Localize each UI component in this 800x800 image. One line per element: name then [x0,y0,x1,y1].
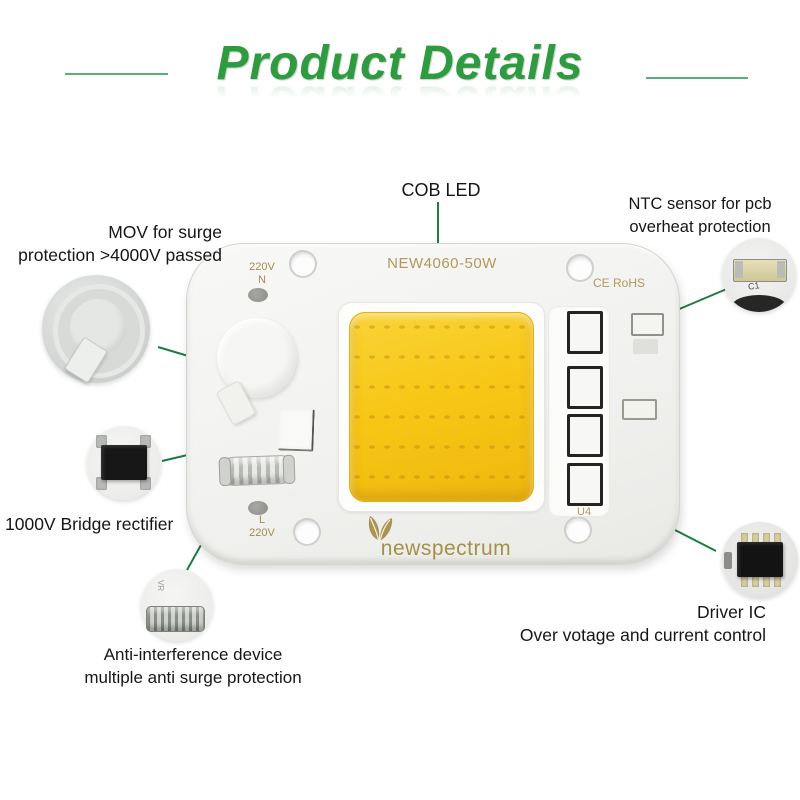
driver-pin-icon [752,576,759,587]
solder-pad-bottom [248,501,268,515]
cob-led-emitter [349,312,534,502]
mounting-hole-bottom-right [564,516,592,544]
driver-pin-icon [741,533,748,544]
driver-pin-icon [774,533,781,544]
anti-interference-cylinder [219,454,295,487]
anti-label-line2: multiple anti surge protection [84,667,302,687]
marking-l: L [258,514,266,526]
ntc-sensor-photo: C1 [722,238,796,312]
driver-pin-icon [741,576,748,587]
mov-label-line2: protection >4000V passed [18,244,222,265]
title-divider-left [65,73,168,75]
marking-220v-bottom: 220V [249,526,275,539]
ntc-label-line1: NTC sensor for pcb [628,195,772,213]
marking-n: N [258,273,266,286]
brand-leaf-icon [368,516,393,541]
board-model-text: NEW4060-50W [387,255,497,272]
driver-ic-photo [722,522,798,598]
bridge-rectifier-label: 1000V Bridge rectifier [5,514,174,534]
anti-photo-cylinder [146,606,205,632]
mov-photo [42,275,150,384]
mov-label: MOV for surge protection >4000V passed [8,221,222,266]
anti-label-line1: Anti-interference device [103,645,283,664]
driver-photo-fragment [724,552,732,569]
marking-220v: 220V [249,261,275,273]
anti-interference-photo: VR [141,569,213,641]
cob-led-label: COB LED [401,180,481,200]
pad-square-2 [567,366,603,409]
driver-pin-icon [774,576,781,587]
driver-ic-label: Driver IC Over votage and current contro… [500,601,766,647]
page-title-wrap: Product Details [0,36,800,91]
solder-pad-top [248,288,268,302]
anti-interference-label: Anti-interference device multiple anti s… [62,644,324,689]
mov-label-line1: MOV for surge [108,222,222,242]
pad-square-4 [567,463,603,506]
board-ref-u4: U4 [577,506,592,518]
driver-pin-icon [763,533,770,544]
ntc-sensor-on-board [631,313,664,336]
anti-photo-ref-text: VR [156,579,166,592]
rectifier-leg-icon [140,435,151,448]
resistor-on-board [622,399,657,420]
ntc-photo-shadow [732,295,786,312]
driver-pin-icon [763,576,770,587]
driver-pin-icon [752,533,759,544]
page-title: Product Details [216,37,584,90]
board-cert-text: CE RoHS [593,276,646,290]
rectifier-chip-body [101,445,147,480]
mounting-hole-top-right [566,254,594,282]
brand-name: newspectrum [380,537,512,560]
title-divider-right [646,77,748,79]
bridge-rectifier-pad [278,408,315,452]
ntc-sensor-label: NTC sensor for pcb overheat protection [610,193,790,238]
mounting-hole-top-left [289,250,317,278]
ntc-label-line2: overheat protection [629,217,771,236]
bridge-rectifier-photo [87,426,161,500]
rectifier-leg-icon [96,477,107,490]
pad-square-3 [567,414,603,457]
board-marking-l-220v: L 220V [238,514,286,539]
ntc-photo-ref-text: C1 [747,280,761,292]
pad-square-1 [567,311,603,354]
driver-chip-body [737,542,783,577]
driver-label-line1: Driver IC [696,602,766,622]
mounting-hole-bottom-left [293,518,321,546]
driver-label-line2: Over votage and current control [519,625,766,645]
ntc-pad-shadow [633,339,658,354]
ntc-photo-smd-body [733,259,787,282]
rectifier-leg-icon [96,435,107,448]
board-marking-220v-n: 220V N [238,261,286,286]
led-pcb-board: NEW4060-50W CE RoHS 220V N L 220V U4 [186,243,680,565]
rectifier-leg-icon [140,477,151,490]
